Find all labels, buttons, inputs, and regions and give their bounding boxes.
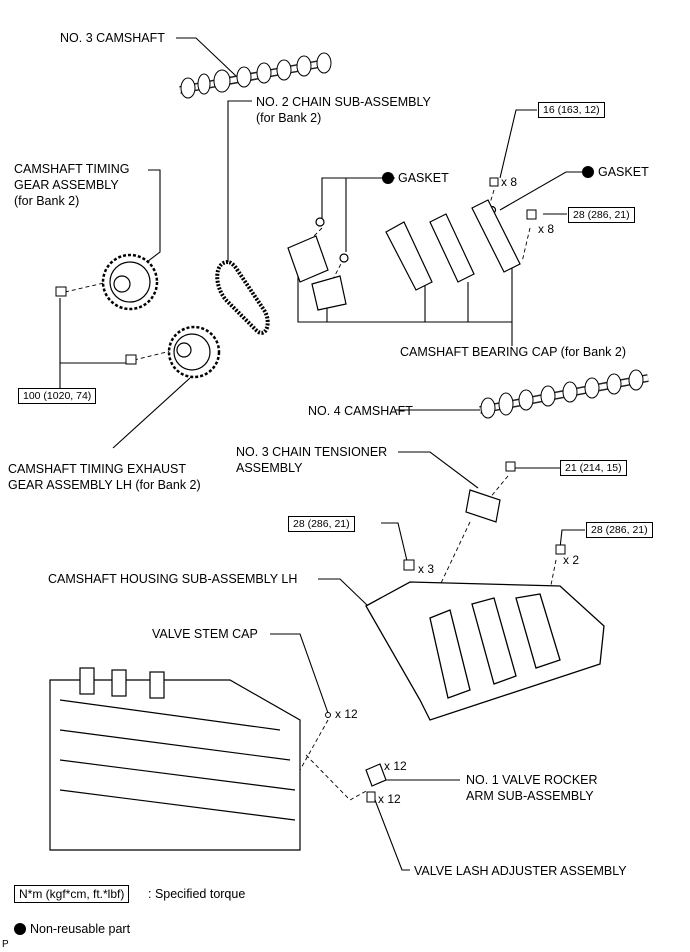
bolt-parts [55, 177, 566, 571]
label-no2-chain-line2: (for Bank 2) [256, 111, 322, 125]
torque-box-28-left: 28 (286, 21) [288, 516, 355, 532]
leader-housing [318, 578, 369, 607]
torque-box-28-cap: 28 (286, 21) [568, 207, 635, 223]
legend-torque-desc: : Specified torque [148, 887, 246, 901]
leader-timing-gear [142, 169, 161, 266]
leader-gasket-2 [499, 171, 582, 211]
label-tensioner-line1: NO. 3 CHAIN TENSIONER [236, 445, 388, 459]
qty-x12-stem: x 12 [335, 707, 358, 721]
label-rocker-line1: NO. 1 VALVE ROCKER [466, 773, 598, 787]
non-reusable-dot-icon [582, 166, 594, 178]
no4-camshaft-part [479, 369, 649, 419]
valve-stem-cap-part [325, 712, 331, 718]
label-timing-gear-line1: CAMSHAFT TIMING [14, 162, 130, 176]
torque-box-21: 21 (214, 15) [560, 460, 627, 476]
qty-x8-b: x 8 [538, 222, 555, 236]
label-valve-stem-cap: VALVE STEM CAP [152, 627, 258, 641]
torque-box-100: 100 (1020, 74) [18, 388, 97, 404]
leader-torque-100 [59, 298, 128, 364]
leader-torque-16 [499, 109, 537, 179]
leader-no3-camshaft [176, 37, 237, 77]
label-tensioner-line2: ASSEMBLY [236, 461, 303, 475]
label-exhaust-gear-line2: GEAR ASSEMBLY LH (for Bank 2) [8, 478, 201, 492]
qty-x2: x 2 [563, 553, 580, 567]
torque-box-28-right: 28 (286, 21) [586, 522, 653, 538]
qty-x3: x 3 [418, 562, 435, 576]
label-bearing-cap: CAMSHAFT BEARING CAP (for Bank 2) [400, 345, 626, 359]
no2-chain-part [215, 259, 270, 335]
label-lash-adjuster: VALVE LASH ADJUSTER ASSEMBLY [414, 864, 627, 878]
leader-tensioner [398, 451, 479, 489]
qty-x12-lash: x 12 [378, 792, 401, 806]
label-no2-chain-line1: NO. 2 CHAIN SUB-ASSEMBLY [256, 95, 431, 109]
leader-gasket-1 [321, 177, 395, 222]
lash-adjuster-part [366, 791, 376, 803]
label-no3-camshaft: NO. 3 CAMSHAFT [60, 31, 165, 45]
label-exhaust-gear-line1: CAMSHAFT TIMING EXHAUST [8, 462, 187, 476]
leader-valve-stem-cap [270, 633, 329, 714]
housing-part [365, 581, 605, 721]
leader-bearing-cap [297, 262, 512, 323]
rocker-part [365, 763, 387, 787]
non-reusable-dot-icon [382, 172, 394, 184]
legend-non-reusable: Non-reusable part [14, 922, 130, 937]
torque-box-16: 16 (163, 12) [538, 102, 605, 118]
leader-torque-28-right [559, 529, 585, 549]
leader-lash [374, 799, 410, 871]
bearing-cap-parts [287, 199, 521, 311]
qty-x12-rocker: x 12 [384, 759, 407, 773]
label-gasket-2-text: GASKET [598, 165, 649, 179]
label-gasket-2: GASKET [582, 165, 649, 180]
label-housing: CAMSHAFT HOUSING SUB-ASSEMBLY LH [48, 572, 298, 586]
label-gasket-1-text: GASKET [398, 171, 449, 185]
label-timing-gear-line3: (for Bank 2) [14, 194, 80, 208]
label-timing-gear-line2: GEAR ASSEMBLY [14, 178, 119, 192]
corner-mark: P [2, 939, 9, 950]
timing-gear-part [101, 253, 159, 311]
qty-x8-a: x 8 [501, 175, 518, 189]
leader-no2-chain [227, 100, 252, 262]
tensioner-part [465, 489, 501, 523]
label-no4-camshaft: NO. 4 CAMSHAFT [308, 404, 413, 418]
legend-non-reusable-text: Non-reusable part [30, 922, 131, 936]
legend-torque-unit: N*m (kgf*cm, ft.*lbf) [14, 885, 130, 903]
label-gasket-1: GASKET [382, 171, 449, 186]
non-reusable-dot-icon [14, 923, 26, 935]
leader-torque-28-left [381, 522, 409, 566]
engine-block-part [49, 667, 301, 851]
no3-camshaft-part [179, 52, 332, 99]
label-rocker-line2: ARM SUB-ASSEMBLY [466, 789, 594, 803]
leader-exhaust-gear [112, 377, 191, 449]
exhaust-gear-part [167, 325, 221, 379]
